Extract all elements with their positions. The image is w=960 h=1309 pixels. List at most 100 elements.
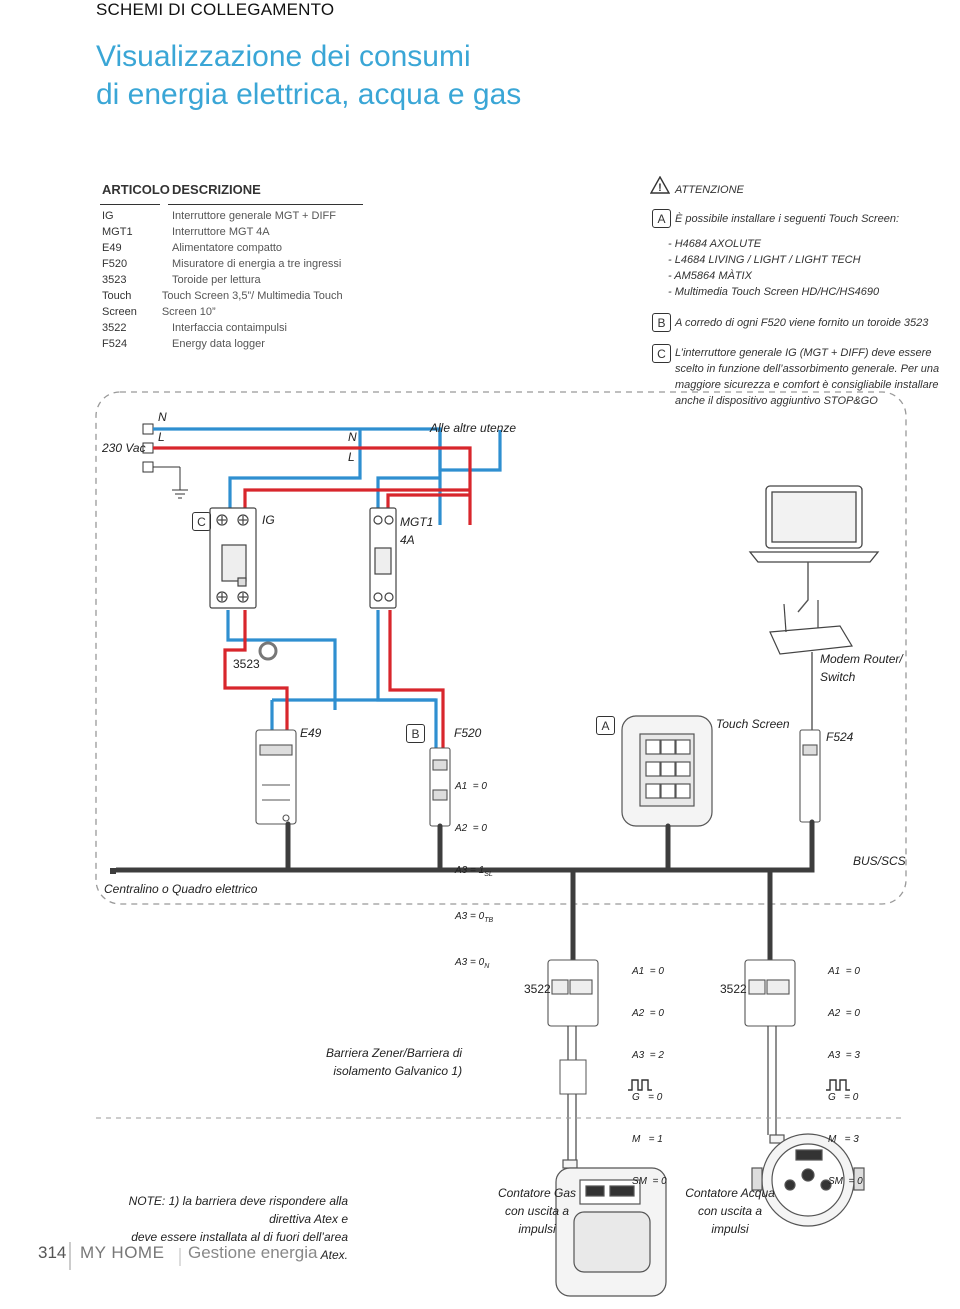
mgt1-breaker [369,507,397,609]
water-meter-icon [751,1133,865,1227]
config-line: A3 = 0TB [455,911,494,924]
f520-label: F520 [454,726,482,740]
note-b-badge: B [652,313,671,332]
bus-cable-end [110,868,116,874]
row-code: F520 [102,258,128,270]
note-c-line: maggiore sicurezza e comfort è consiglia… [675,379,939,391]
config-line: A3 = 3 [828,1050,860,1061]
barrier-label-line1: Barriera Zener/Barriera di [326,1046,463,1060]
laptop-icon [748,485,880,563]
neutral-label: N [158,410,167,424]
pulse-wires [567,1026,777,1160]
ig-c-badge: C [192,512,211,531]
live-label-2: L [348,450,355,464]
list-item: - H4684 AXOLUTE [668,238,762,250]
live-wires [153,446,472,755]
e49-power-supply [255,729,297,825]
modem-label-line1: Modem Router/ [820,652,903,666]
water-label-line3: impulsi [711,1222,749,1236]
config-line: A1 = 0 [632,966,664,977]
ig-label: IG [262,513,275,527]
note-a-text: È possibile installare i seguenti Touch … [675,213,900,225]
interface-3522-water-label: 3522 [720,982,747,996]
row-desc: Toroide per lettura [172,274,261,286]
live-label: L [158,430,165,444]
table-row: F520 Misuratore di energia a tre ingressi [102,256,365,272]
panel-label: Centralino o Quadro elettrico [104,882,258,896]
note-line2: deve essere installata al di fuori dell’… [131,1230,348,1262]
e49-label: E49 [300,726,322,740]
row-code: F524 [102,338,128,350]
other-loads-label: Alle altre utenze [430,421,517,435]
row-code: IG [102,210,114,222]
f520-config: A1 = 0 A2 = 0 A3 = 1SL A3 = 0TB A3 = 0N [455,752,493,988]
gas-label-line3: impulsi [518,1222,556,1236]
note-c-text: L’interruttore generale IG (MGT + DIFF) … [675,345,939,409]
config-line: M = 1 [632,1134,663,1145]
table-row: IG Interruttore generale MGT + DIFF [102,208,365,224]
note-c-line: scelto in funzione dell’assorbimento gen… [675,363,940,375]
config-line: A2 = 0 [455,823,487,834]
config-line: A1 = 0 [828,966,860,977]
neutral-wires [153,427,502,755]
touch-a-badge: A [596,716,615,735]
f520-meter [429,747,451,827]
config-line: SM = 0 [828,1176,863,1187]
list-item: - Multimedia Touch Screen HD/HC/HS4690 [668,286,880,298]
mgt1-label-line1: MGT1 [400,515,434,529]
note-a-badge: A [652,209,671,228]
config-line: A3 = 1SL [455,865,493,878]
note-c-line: L’interruttore generale IG (MGT + DIFF) … [675,347,932,359]
interface-3522-gas-config: A1 = 0 A2 = 0 A3 = 2 G = 0 M = 1 SM = 0 [632,937,667,1203]
attention-title: ATTENZIONE [675,184,744,196]
interface-3522-water [744,959,796,1027]
terminal-pe [142,461,154,473]
config-line: A3 = 0N [455,957,490,970]
toroid-3523 [258,641,278,661]
config-line: G = 0 [828,1092,859,1103]
row-desc: Misuratore di energia a tre ingressi [172,258,342,270]
interface-3522-water-config: A1 = 0 A2 = 0 A3 = 3 G = 0 M = 3 SM = 0 [828,937,863,1203]
note-c-badge: C [652,344,671,363]
config-line: A3 = 2 [632,1050,664,1061]
warning-icon: ! [650,176,670,194]
row-code: E49 [102,242,122,254]
table-rule [100,204,160,205]
list-item: - L4684 LIVING / LIGHT / LIGHT TECH [668,254,861,266]
modem-label: Modem Router/ Switch [820,650,903,686]
toroid-label: 3523 [233,657,260,671]
note: NOTE: 1) la barriera deve rispondere all… [108,1192,348,1264]
footer-brand: MY HOME [80,1243,165,1262]
water-meter-label: Contatore Acqua con uscita a impulsi [680,1184,780,1238]
row-desc: Energy data logger [172,338,265,350]
list-item: - AM5864 MÀTIX [668,270,752,282]
f524-label: F524 [826,730,854,744]
bus-label: BUS/SCS [853,854,906,868]
gas-label-line1: Contatore Gas [497,1186,577,1200]
modem-label-line2: Switch [820,670,856,684]
water-label-line1: Contatore Acqua [685,1186,775,1200]
water-label-line2: con uscita a [697,1204,763,1218]
page-title: Visualizzazione dei consumi di energia e… [96,38,521,114]
neutral-label-2: N [348,430,357,444]
config-line: A2 = 0 [828,1008,860,1019]
config-line: A2 = 0 [632,1008,664,1019]
row-code: Touch Screen [102,290,137,318]
page-title-line1: Visualizzazione dei consumi [96,40,471,73]
row-desc: Interruttore generale MGT + DIFF [172,210,336,222]
page-title-line2: di energia elettrica, acqua e gas [96,78,522,111]
config-line: SM = 0 [632,1176,667,1187]
col-header-descrizione: DESCRIZIONE [172,182,261,197]
gas-label-line2: con uscita a [504,1204,570,1218]
interface-3522-gas [547,959,599,1027]
ig-breaker [209,507,257,609]
barrier-box [559,1059,587,1095]
note-b-text: A corredo di ogni F520 viene fornito un … [675,317,929,329]
mgt1-label: MGT1 4A [400,513,433,549]
